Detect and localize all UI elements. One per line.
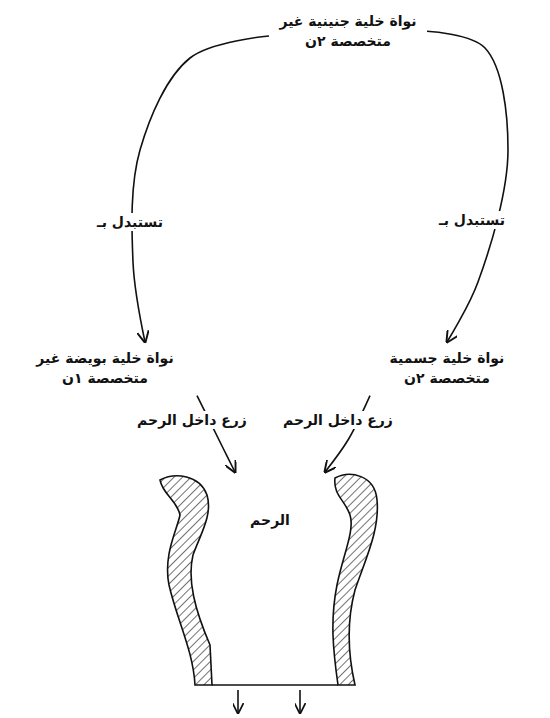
nucleus-label: نواة خلية جنينية غير متخصصة ٢ن (277, 11, 419, 52)
cell-nucleus-node: نواة خلية جنينية غير متخصصة ٢ن (273, 8, 423, 55)
arrow-connector (132, 36, 269, 342)
outflow-arrow (237, 690, 239, 713)
arrow-connector (325, 396, 370, 472)
uterus-wall (160, 476, 212, 685)
arrow-connector (197, 396, 235, 472)
cell-nucleus-node: نواة خلية جسمية متخصصة ٢ن (381, 345, 513, 392)
cell-nucleus-node: نواة خلية بويضة غير متخصصة ١ن (21, 345, 189, 392)
nucleus-label: نواة خلية جسمية متخصصة ٢ن (385, 348, 509, 389)
organ-label: الرحم (195, 510, 345, 530)
edge-label: زرع داخل الرحم (280, 411, 396, 429)
uterus-shape: الرحم (155, 470, 385, 692)
edge-label: تستبدل بـ (436, 211, 508, 229)
cervix-line (212, 684, 338, 686)
uterus-wall (333, 474, 378, 685)
edge-label: تستبدل بـ (94, 213, 166, 231)
nucleus-label: نواة خلية بويضة غير متخصصة ١ن (25, 348, 185, 389)
outflow-arrow (299, 690, 301, 713)
arrow-connector (427, 31, 508, 342)
uterus-outline (155, 470, 385, 692)
edge-label: زرع داخل الرحم (134, 411, 250, 429)
